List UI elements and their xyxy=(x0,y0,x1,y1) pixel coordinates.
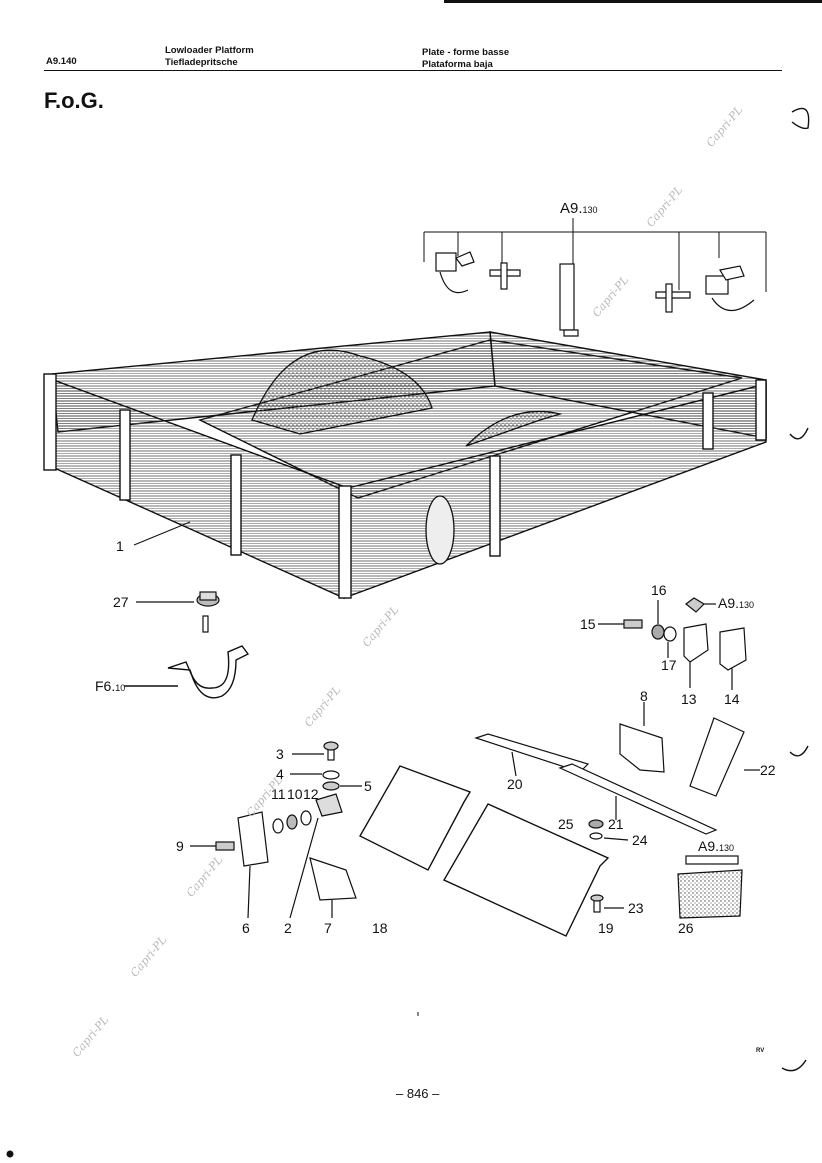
callout-2: 2 xyxy=(284,920,292,936)
callout-18: 18 xyxy=(372,920,388,936)
callout-8: 8 xyxy=(640,688,648,704)
callout-5: 5 xyxy=(364,778,372,794)
callout-6: 6 xyxy=(242,920,250,936)
top-clips xyxy=(435,251,755,337)
callout-f6: F6.10 xyxy=(95,678,126,694)
fasteners-23-25 xyxy=(588,819,629,913)
callout-17: 17 xyxy=(661,657,677,673)
bracket-22 xyxy=(689,717,760,797)
page-code: A9.140 xyxy=(46,56,77,67)
reflector-26 xyxy=(677,855,743,919)
clamp-f6 xyxy=(124,645,250,699)
drafter-initials: RV xyxy=(756,1048,765,1054)
top-border-rule xyxy=(444,0,822,3)
rails-20-21 xyxy=(474,733,718,835)
callout-22: 22 xyxy=(760,762,776,778)
part-27-knob xyxy=(136,591,220,633)
callout-9: 9 xyxy=(176,838,184,854)
header-rule xyxy=(44,70,782,71)
callout-7: 7 xyxy=(324,920,332,936)
callout-3: 3 xyxy=(276,746,284,762)
margin-hole-marks xyxy=(781,107,810,1072)
callout-26: 26 xyxy=(678,920,694,936)
callout-top-a9: A9.130 xyxy=(560,200,598,217)
title-english: Lowloader Platform xyxy=(165,45,254,56)
callout-23: 23 xyxy=(628,900,644,916)
callout-1: 1 xyxy=(116,538,124,554)
callout-27: 27 xyxy=(113,594,129,610)
top-bracket-leaders xyxy=(423,218,767,292)
mudflaps-18-19 xyxy=(359,765,610,937)
callout-15: 15 xyxy=(580,616,596,632)
callout-10: 10 xyxy=(287,786,303,802)
title-spanish: Plataforma baja xyxy=(422,59,493,70)
callout-14: 14 xyxy=(724,691,740,707)
callout-24: 24 xyxy=(632,832,648,848)
callout-19: 19 xyxy=(598,920,614,936)
callout-13: 13 xyxy=(681,691,697,707)
platform-body xyxy=(43,331,767,600)
title-french: Plate - forme basse xyxy=(422,47,510,58)
page-number: – 846 – xyxy=(396,1086,440,1101)
model-designation: F.o.G. xyxy=(44,88,104,113)
callout-16: 16 xyxy=(651,582,667,598)
callout-4: 4 xyxy=(276,766,284,782)
small-marks xyxy=(6,1012,419,1158)
callout-20: 20 xyxy=(507,776,523,792)
leader-1 xyxy=(133,521,191,546)
callout-a9-right: A9.130 xyxy=(718,595,755,611)
bracket-8 xyxy=(619,702,665,773)
bracket-13-14 xyxy=(683,597,747,690)
fasteners-15-17 xyxy=(598,600,677,658)
title-german: Tiefladepritsche xyxy=(165,57,238,68)
callout-12: 12 xyxy=(303,786,319,802)
callout-25: 25 xyxy=(558,816,574,832)
hinge-assembly xyxy=(190,741,362,919)
callout-21: 21 xyxy=(608,816,624,832)
wheel-arches xyxy=(251,349,563,565)
callout-11: 11 xyxy=(271,786,286,802)
callout-a9-reflector: A9.130 xyxy=(698,838,735,854)
